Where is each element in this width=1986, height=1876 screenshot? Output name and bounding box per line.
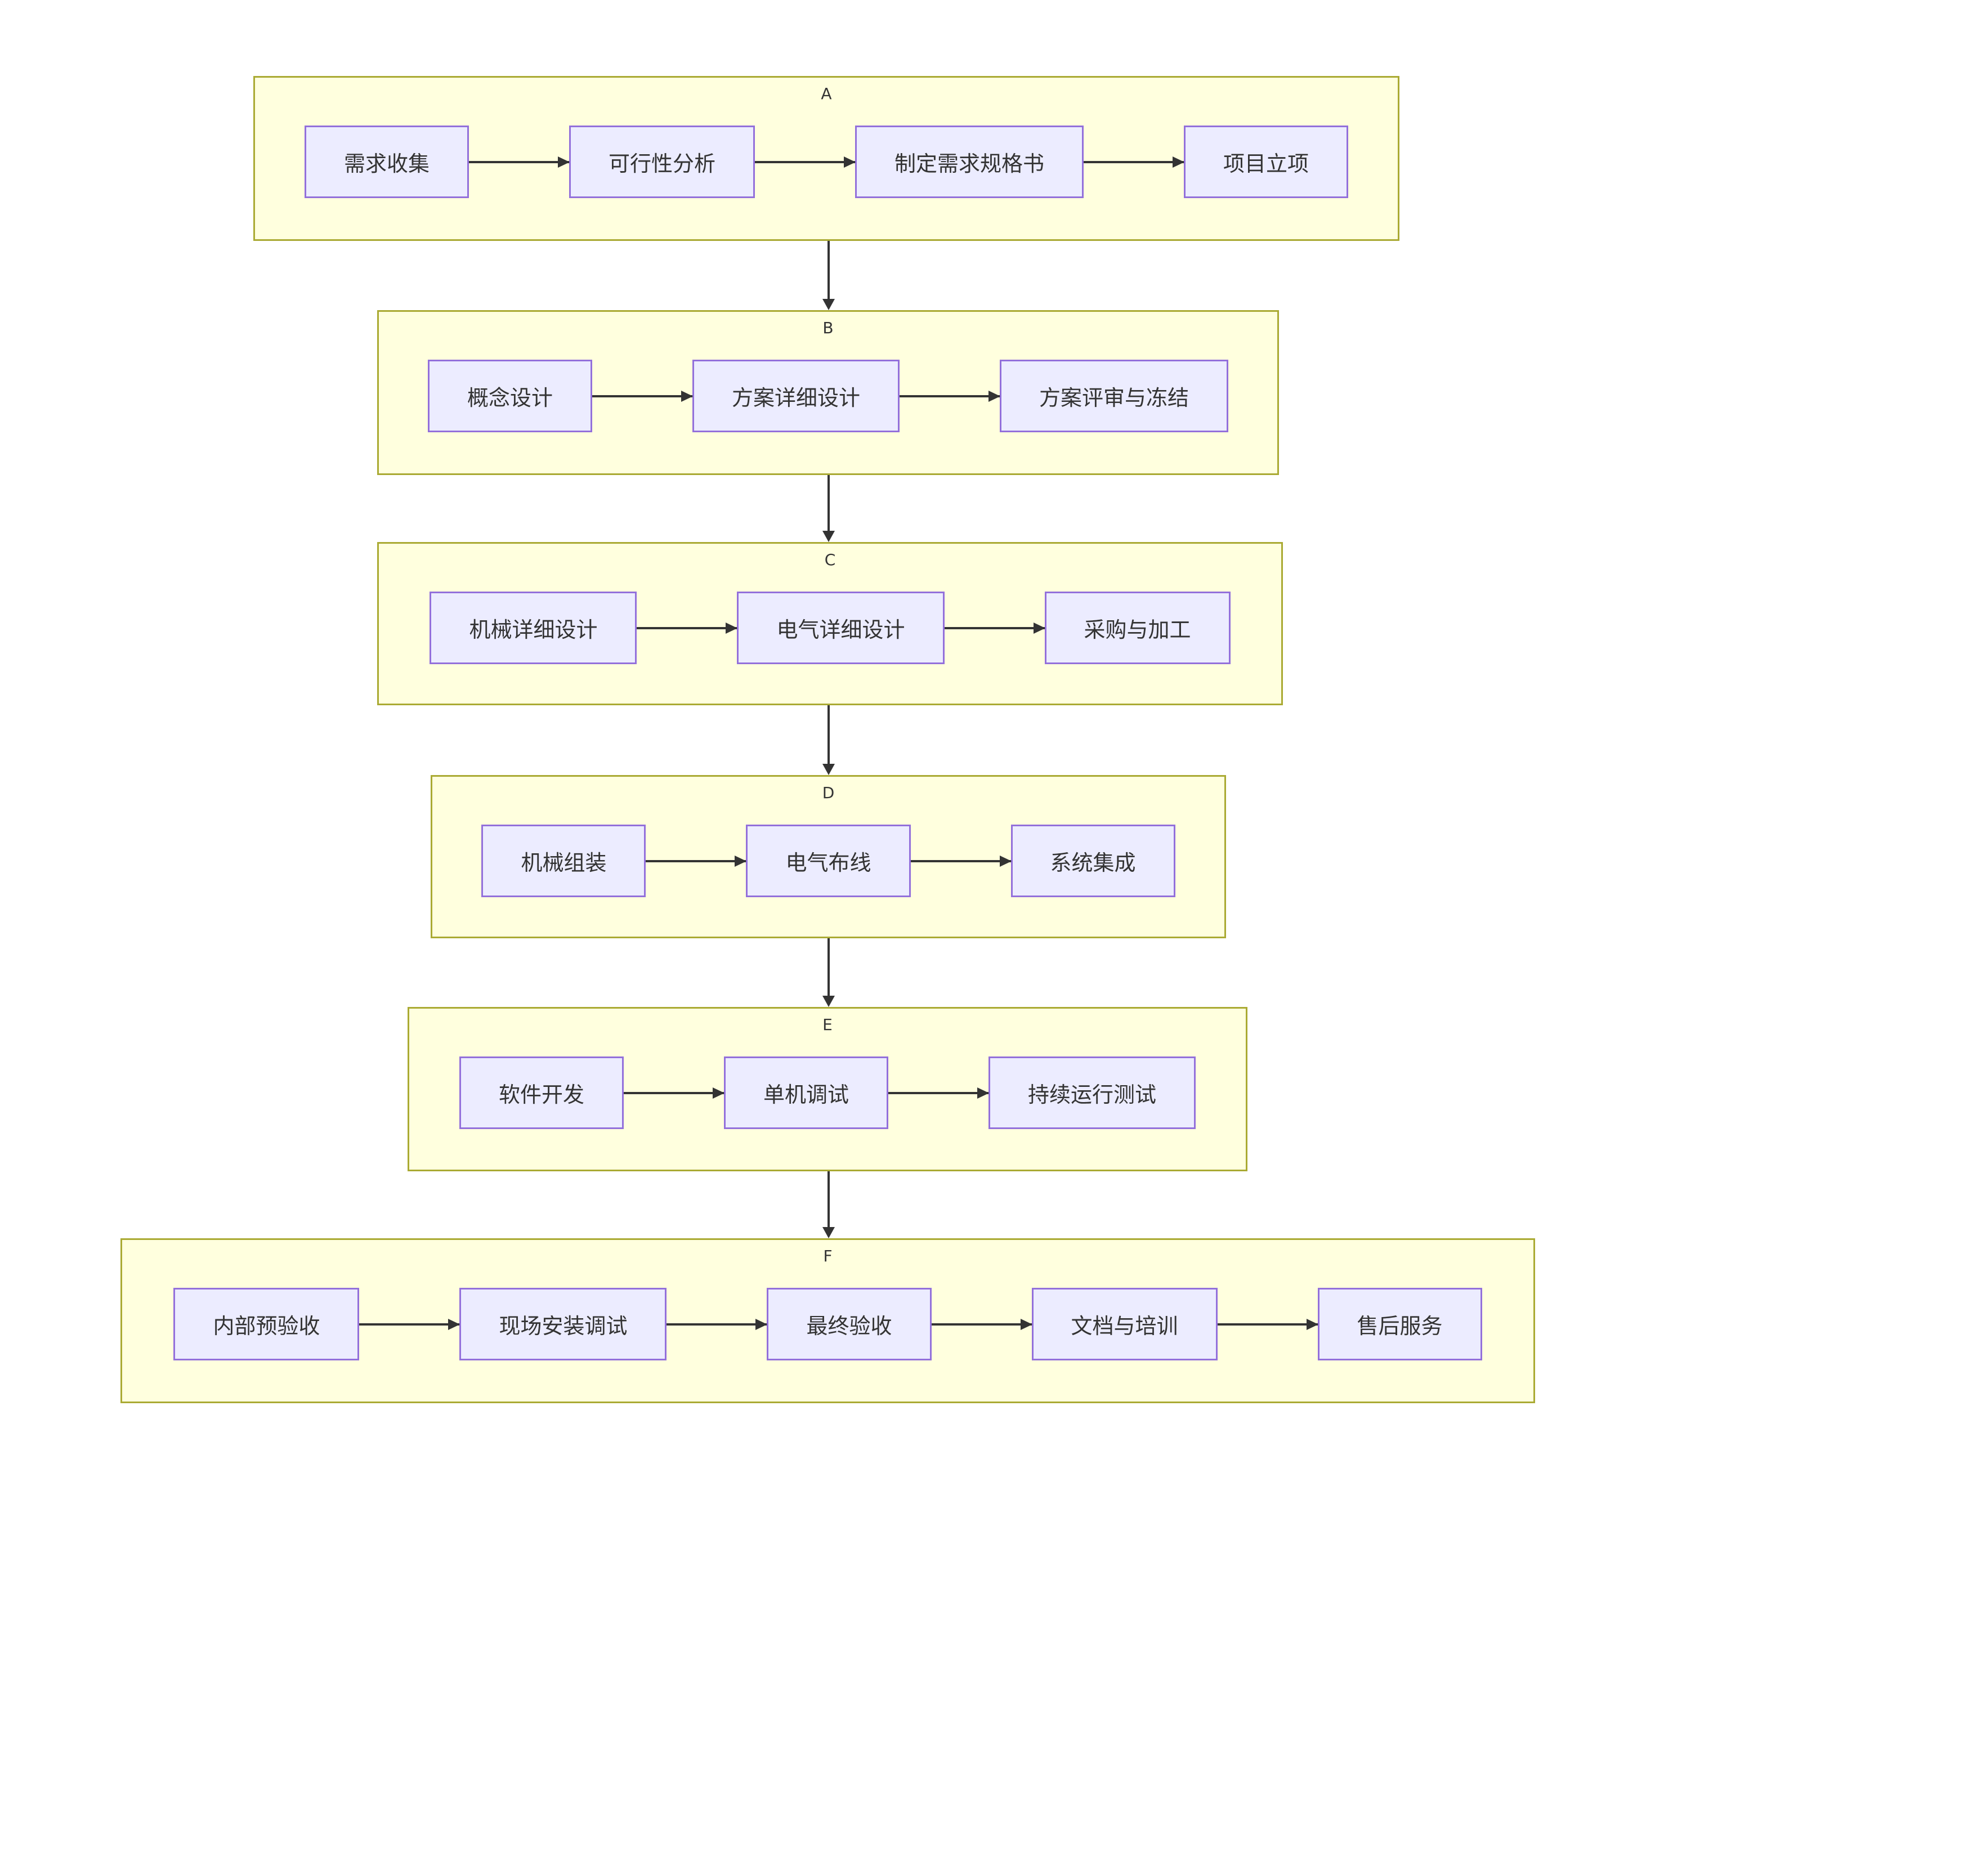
- node-d-1: 机械组装: [481, 825, 646, 897]
- node-e-3: 持续运行测试: [988, 1056, 1196, 1129]
- arrow-right-icon: [910, 859, 1011, 862]
- arrow-down-icon: [828, 705, 830, 764]
- subgraph-e-nodes: 软件开发 单机调试 持续运行测试: [409, 1056, 1246, 1129]
- node-c-3: 采购与加工: [1044, 592, 1231, 664]
- arrow-right-icon: [667, 1323, 767, 1326]
- node-f-4: 文档与培训: [1031, 1288, 1218, 1360]
- node-a-2: 可行性分析: [569, 126, 755, 198]
- subgraph-label-a: A: [821, 84, 832, 103]
- node-d-3: 系统集成: [1010, 825, 1175, 897]
- subgraph-a: A 需求收集 可行性分析 制定需求规格书 项目立项: [253, 76, 1399, 241]
- subgraph-e: E 软件开发 单机调试 持续运行测试: [408, 1007, 1247, 1171]
- arrow-right-icon: [359, 1323, 460, 1326]
- subgraph-label-e: E: [822, 1015, 833, 1034]
- subgraph-label-d: D: [822, 783, 835, 802]
- arrow-right-icon: [646, 859, 746, 862]
- node-e-1: 软件开发: [459, 1056, 624, 1129]
- node-f-2: 现场安装调试: [459, 1288, 667, 1360]
- node-b-2: 方案详细设计: [692, 360, 900, 432]
- arrow-right-icon: [755, 160, 855, 163]
- subgraph-label-c: C: [824, 550, 836, 569]
- subgraph-a-nodes: 需求收集 可行性分析 制定需求规格书 项目立项: [255, 126, 1398, 198]
- subgraph-b: B 概念设计 方案详细设计 方案评审与冻结: [377, 310, 1279, 475]
- node-a-1: 需求收集: [304, 126, 469, 198]
- arrow-right-icon: [1084, 160, 1184, 163]
- node-f-1: 内部预验收: [173, 1288, 360, 1360]
- arrow-right-icon: [623, 1091, 724, 1094]
- arrow-down-icon: [828, 475, 830, 531]
- subgraph-c: C 机械详细设计 电气详细设计 采购与加工: [377, 542, 1283, 705]
- arrow-right-icon: [592, 395, 692, 397]
- node-f-5: 售后服务: [1317, 1288, 1482, 1360]
- arrow-down-icon: [828, 241, 830, 299]
- subgraph-label-b: B: [822, 319, 834, 337]
- subgraph-f: F 内部预验收 现场安装调试 最终验收 文档与培训 售后服务: [120, 1238, 1535, 1403]
- subgraph-b-nodes: 概念设计 方案详细设计 方案评审与冻结: [379, 360, 1277, 432]
- arrow-right-icon: [931, 1323, 1032, 1326]
- node-a-3: 制定需求规格书: [855, 126, 1084, 198]
- node-b-1: 概念设计: [427, 360, 592, 432]
- subgraph-c-nodes: 机械详细设计 电气详细设计 采购与加工: [379, 592, 1281, 664]
- arrow-right-icon: [468, 160, 569, 163]
- subgraph-f-nodes: 内部预验收 现场安装调试 最终验收 文档与培训 售后服务: [122, 1288, 1533, 1360]
- subgraph-d-nodes: 机械组装 电气布线 系统集成: [432, 825, 1224, 897]
- subgraph-d: D 机械组装 电气布线 系统集成: [431, 775, 1226, 938]
- node-f-3: 最终验收: [767, 1288, 932, 1360]
- subgraph-label-f: F: [823, 1247, 833, 1265]
- node-b-3: 方案评审与冻结: [1000, 360, 1229, 432]
- arrow-down-icon: [828, 1171, 830, 1228]
- arrow-right-icon: [944, 626, 1045, 629]
- node-e-2: 单机调试: [723, 1056, 888, 1129]
- arrow-right-icon: [888, 1091, 988, 1094]
- arrow-right-icon: [900, 395, 1000, 397]
- arrow-right-icon: [637, 626, 737, 629]
- arrow-right-icon: [1217, 1323, 1318, 1326]
- node-c-2: 电气详细设计: [737, 592, 945, 664]
- node-a-4: 项目立项: [1184, 126, 1349, 198]
- node-d-2: 电气布线: [746, 825, 911, 897]
- node-c-1: 机械详细设计: [430, 592, 637, 664]
- arrow-down-icon: [828, 938, 830, 996]
